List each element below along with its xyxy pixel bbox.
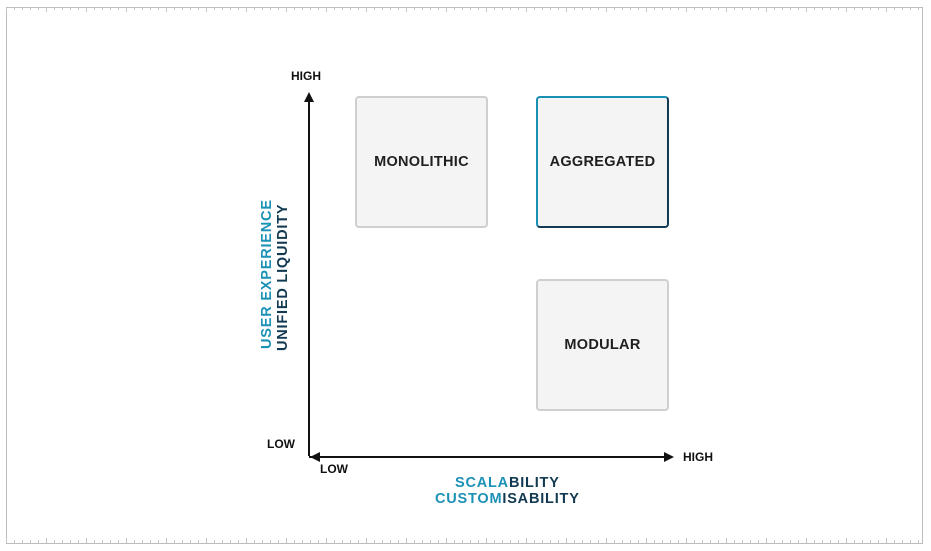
y-axis-title-line2: UNIFIED LIQUIDITY <box>275 204 291 351</box>
aggregated-label: AGGREGATED <box>549 154 656 170</box>
y-axis-low-label: LOW <box>267 437 295 451</box>
modular-box: MODULAR <box>536 279 669 411</box>
x-axis-low-label: LOW <box>320 462 348 476</box>
y-axis-title-line2-dark: UNIFIED LIQUIDITY <box>275 203 291 351</box>
top-ruler-ticks <box>6 7 923 13</box>
x-axis-title-line2-accent: CUSTOM <box>435 491 503 507</box>
bottom-ruler-ticks <box>6 537 923 543</box>
x-axis-title-line1: SCALABILITY <box>455 475 560 491</box>
x-axis-title-line1-dark: BILITY <box>508 475 560 491</box>
x-axis-title-line2: CUSTOMISABILITY <box>435 491 580 507</box>
x-axis-high-label: HIGH <box>683 450 713 464</box>
modular-label: MODULAR <box>564 337 641 353</box>
y-axis-high-label: HIGH <box>291 69 321 83</box>
monolithic-box: MONOLITHIC <box>355 96 488 228</box>
aggregated-box: AGGREGATED <box>536 96 669 228</box>
monolithic-label: MONOLITHIC <box>374 154 469 170</box>
diagram-frame <box>6 7 923 544</box>
x-axis-title-line1-accent: SCALA <box>455 475 509 491</box>
y-axis-title-line1-accent: USER EXPERIENCE <box>259 199 275 349</box>
y-axis-title-line1: USER EXPERIENCE <box>259 199 275 349</box>
x-axis-title-line2-dark: ISABILITY <box>502 491 580 507</box>
